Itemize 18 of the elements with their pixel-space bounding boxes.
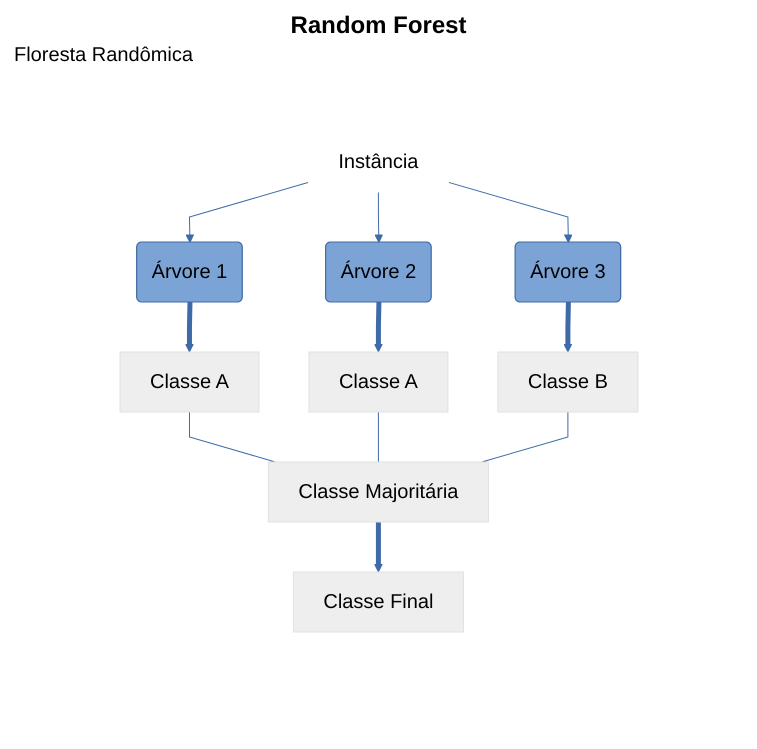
arrow: [374, 302, 382, 352]
node-text: Instância: [338, 151, 418, 173]
arrow: [447, 182, 572, 243]
arrow: [374, 192, 383, 243]
arrow: [563, 302, 572, 352]
node-box: Classe A: [308, 352, 448, 412]
arrow: [184, 302, 194, 352]
connector: [480, 412, 568, 462]
connector: [377, 412, 378, 462]
connector: [188, 412, 276, 462]
note-text: Floresta Randômica: [14, 44, 193, 67]
node-box: Classe Majoritária: [267, 462, 488, 522]
arrow: [184, 182, 308, 243]
arrow: [374, 522, 382, 572]
node-box: Classe B: [496, 352, 638, 412]
node-box: Classe Final: [292, 572, 464, 632]
node-box: Classe A: [119, 352, 259, 412]
diagram-title: Random Forest: [289, 12, 468, 40]
